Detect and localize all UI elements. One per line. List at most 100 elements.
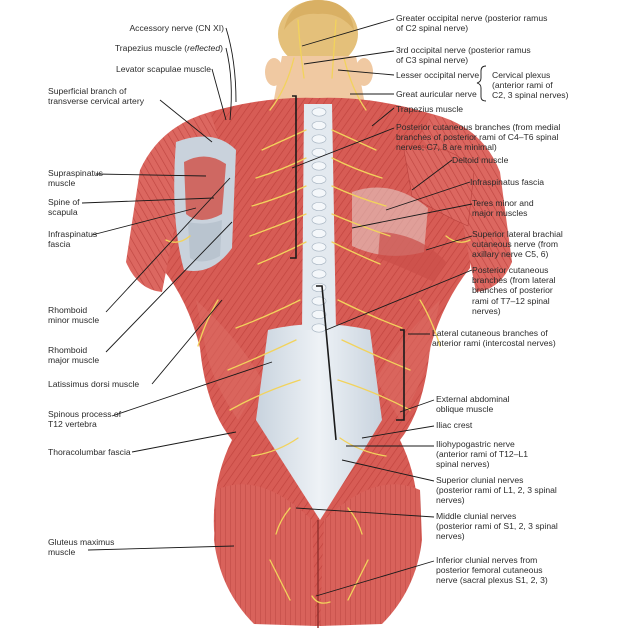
label-trapezius-reflected: Trapezius muscle (reflected) <box>115 43 223 53</box>
vertebra <box>311 201 327 212</box>
label-iliohypogastric-nerve: Iliohypogastric nerve (anterior rami of … <box>436 439 529 470</box>
label-lesser-occipital-nerve: Lesser occipital nerve <box>396 70 480 80</box>
leader-line <box>211 68 227 121</box>
nerve-branch <box>227 339 297 371</box>
nerve-branch <box>311 595 331 604</box>
nerve-branch <box>255 157 307 179</box>
label-greater-occipital-nerve: Greater occipital nerve (posterior ramus… <box>396 13 548 34</box>
label-middle-clunial: Middle clunial nerves (posterior rami of… <box>436 511 558 542</box>
nerve-branch <box>257 241 307 265</box>
nerve-branch <box>251 437 299 457</box>
leader-line <box>87 545 235 551</box>
label-latissimus-dorsi: Latissimus dorsi muscle <box>48 379 140 389</box>
nerve-branch <box>419 299 441 347</box>
leader-line <box>303 50 395 65</box>
label-infraspinatus-fascia-right: Infraspinatus fascia <box>470 177 545 187</box>
label-superior-lateral-brachial: Superior lateral brachial cutaneous nerv… <box>472 229 563 260</box>
nerve-branch <box>297 19 305 79</box>
leader-line <box>105 221 233 353</box>
label-levator-scapulae: Levator scapulae muscle <box>115 64 211 74</box>
leader-line <box>361 425 435 439</box>
leader-line <box>95 173 207 177</box>
label-spine-of-scapula: Spine of scapula <box>48 197 80 218</box>
nerve-branch <box>269 57 295 111</box>
vertebra <box>311 269 327 279</box>
label-gluteus-maximus: Gluteus maximus muscle <box>48 537 115 558</box>
leader-line <box>81 197 215 204</box>
leader-line <box>351 203 473 229</box>
leader-line <box>225 47 232 121</box>
nerve-branch <box>331 185 387 207</box>
leader-line <box>301 18 395 47</box>
nerve-branch <box>347 559 369 601</box>
label-posterior-cutaneous-medial: Posterior cutaneous branches (from media… <box>396 122 561 153</box>
leader-line <box>399 399 435 413</box>
vertebra <box>311 174 327 185</box>
label-rhomboid-major: Rhomboid major muscle <box>48 345 100 366</box>
leader-line <box>225 27 237 103</box>
label-posterior-cutaneous-lateral: Posterior cutaneous branches (from later… <box>472 265 556 316</box>
leader-line <box>325 269 473 331</box>
vertebra <box>311 309 327 320</box>
vertebra <box>311 188 327 198</box>
label-thoracolumbar-fascia: Thoracolumbar fascia <box>48 447 131 457</box>
vertebra <box>311 161 327 171</box>
leader-line <box>159 99 213 143</box>
deltoid-shape <box>403 147 475 227</box>
vertebra <box>311 323 327 333</box>
nerve-branch <box>249 213 307 237</box>
label-cervical-plexus: Cervical plexus (anterior rami of C2, 3 … <box>492 70 569 101</box>
vertebrae <box>311 107 327 333</box>
leader-line <box>295 507 435 518</box>
nerve-branch <box>229 379 301 411</box>
cutaneous-nerves <box>165 19 471 604</box>
nerve-branch <box>337 299 403 329</box>
thoracolumbar-fascia-shape <box>256 324 382 520</box>
leader-line <box>385 181 471 211</box>
nerve-branch <box>165 235 191 243</box>
leader-line <box>337 69 395 76</box>
vertebra <box>311 120 327 131</box>
nerve-branch <box>261 129 307 151</box>
label-third-occipital-nerve: 3rd occipital nerve (posterior ramus of … <box>396 45 531 66</box>
leader-line <box>291 127 395 169</box>
vertebra <box>311 107 327 117</box>
vertebra <box>311 134 327 144</box>
nerve-branch <box>331 19 337 79</box>
nerve-branch <box>275 507 291 535</box>
leader-line <box>371 107 395 127</box>
label-external-oblique: External abdominal oblique muscle <box>436 394 510 415</box>
label-infraspinatus-fascia-left: Infraspinatus fascia <box>48 229 98 250</box>
leader-line <box>131 431 237 453</box>
nerve-branch <box>331 157 383 179</box>
label-superficial-branch: Superficial branch of transverse cervica… <box>48 86 144 107</box>
nerve-branch <box>339 437 387 457</box>
leader-line <box>91 207 197 236</box>
leader-line <box>151 299 223 385</box>
label-accessory-nerve: Accessory nerve (CN XI) <box>129 23 224 33</box>
label-inferior-clunial: Inferior clunial nerves from posterior f… <box>436 555 548 586</box>
nerve-branch <box>331 213 391 237</box>
label-rhomboid-minor: Rhomboid minor muscle <box>48 305 100 326</box>
vertebra <box>311 255 327 266</box>
leader-line <box>105 177 231 313</box>
label-teres-muscles: Teres minor and major muscles <box>472 198 534 219</box>
vertebra <box>311 242 327 252</box>
nerve-branch <box>347 507 363 535</box>
nerve-branch <box>235 299 301 329</box>
leader-line <box>315 560 435 597</box>
leader-line <box>425 235 473 251</box>
vertebra <box>311 147 327 158</box>
label-great-auricular-nerve: Great auricular nerve <box>396 89 477 99</box>
label-trapezius-reflected-text: Trapezius muscle (reflected) <box>114 43 223 53</box>
vertebra <box>311 228 327 239</box>
nerve-branch <box>251 185 307 207</box>
label-spinous-process-t12: Spinous process of T12 vertebra <box>48 409 122 430</box>
leader-line <box>341 459 435 482</box>
nerve-branch <box>197 299 219 347</box>
label-trapezius-muscle: Trapezius muscle <box>396 104 464 114</box>
label-deltoid: Deltoid muscle <box>452 155 509 165</box>
nerve-branch <box>331 241 381 265</box>
label-lateral-cutaneous: Lateral cutaneous branches of anterior r… <box>432 328 556 349</box>
gluteus-left <box>214 484 316 626</box>
